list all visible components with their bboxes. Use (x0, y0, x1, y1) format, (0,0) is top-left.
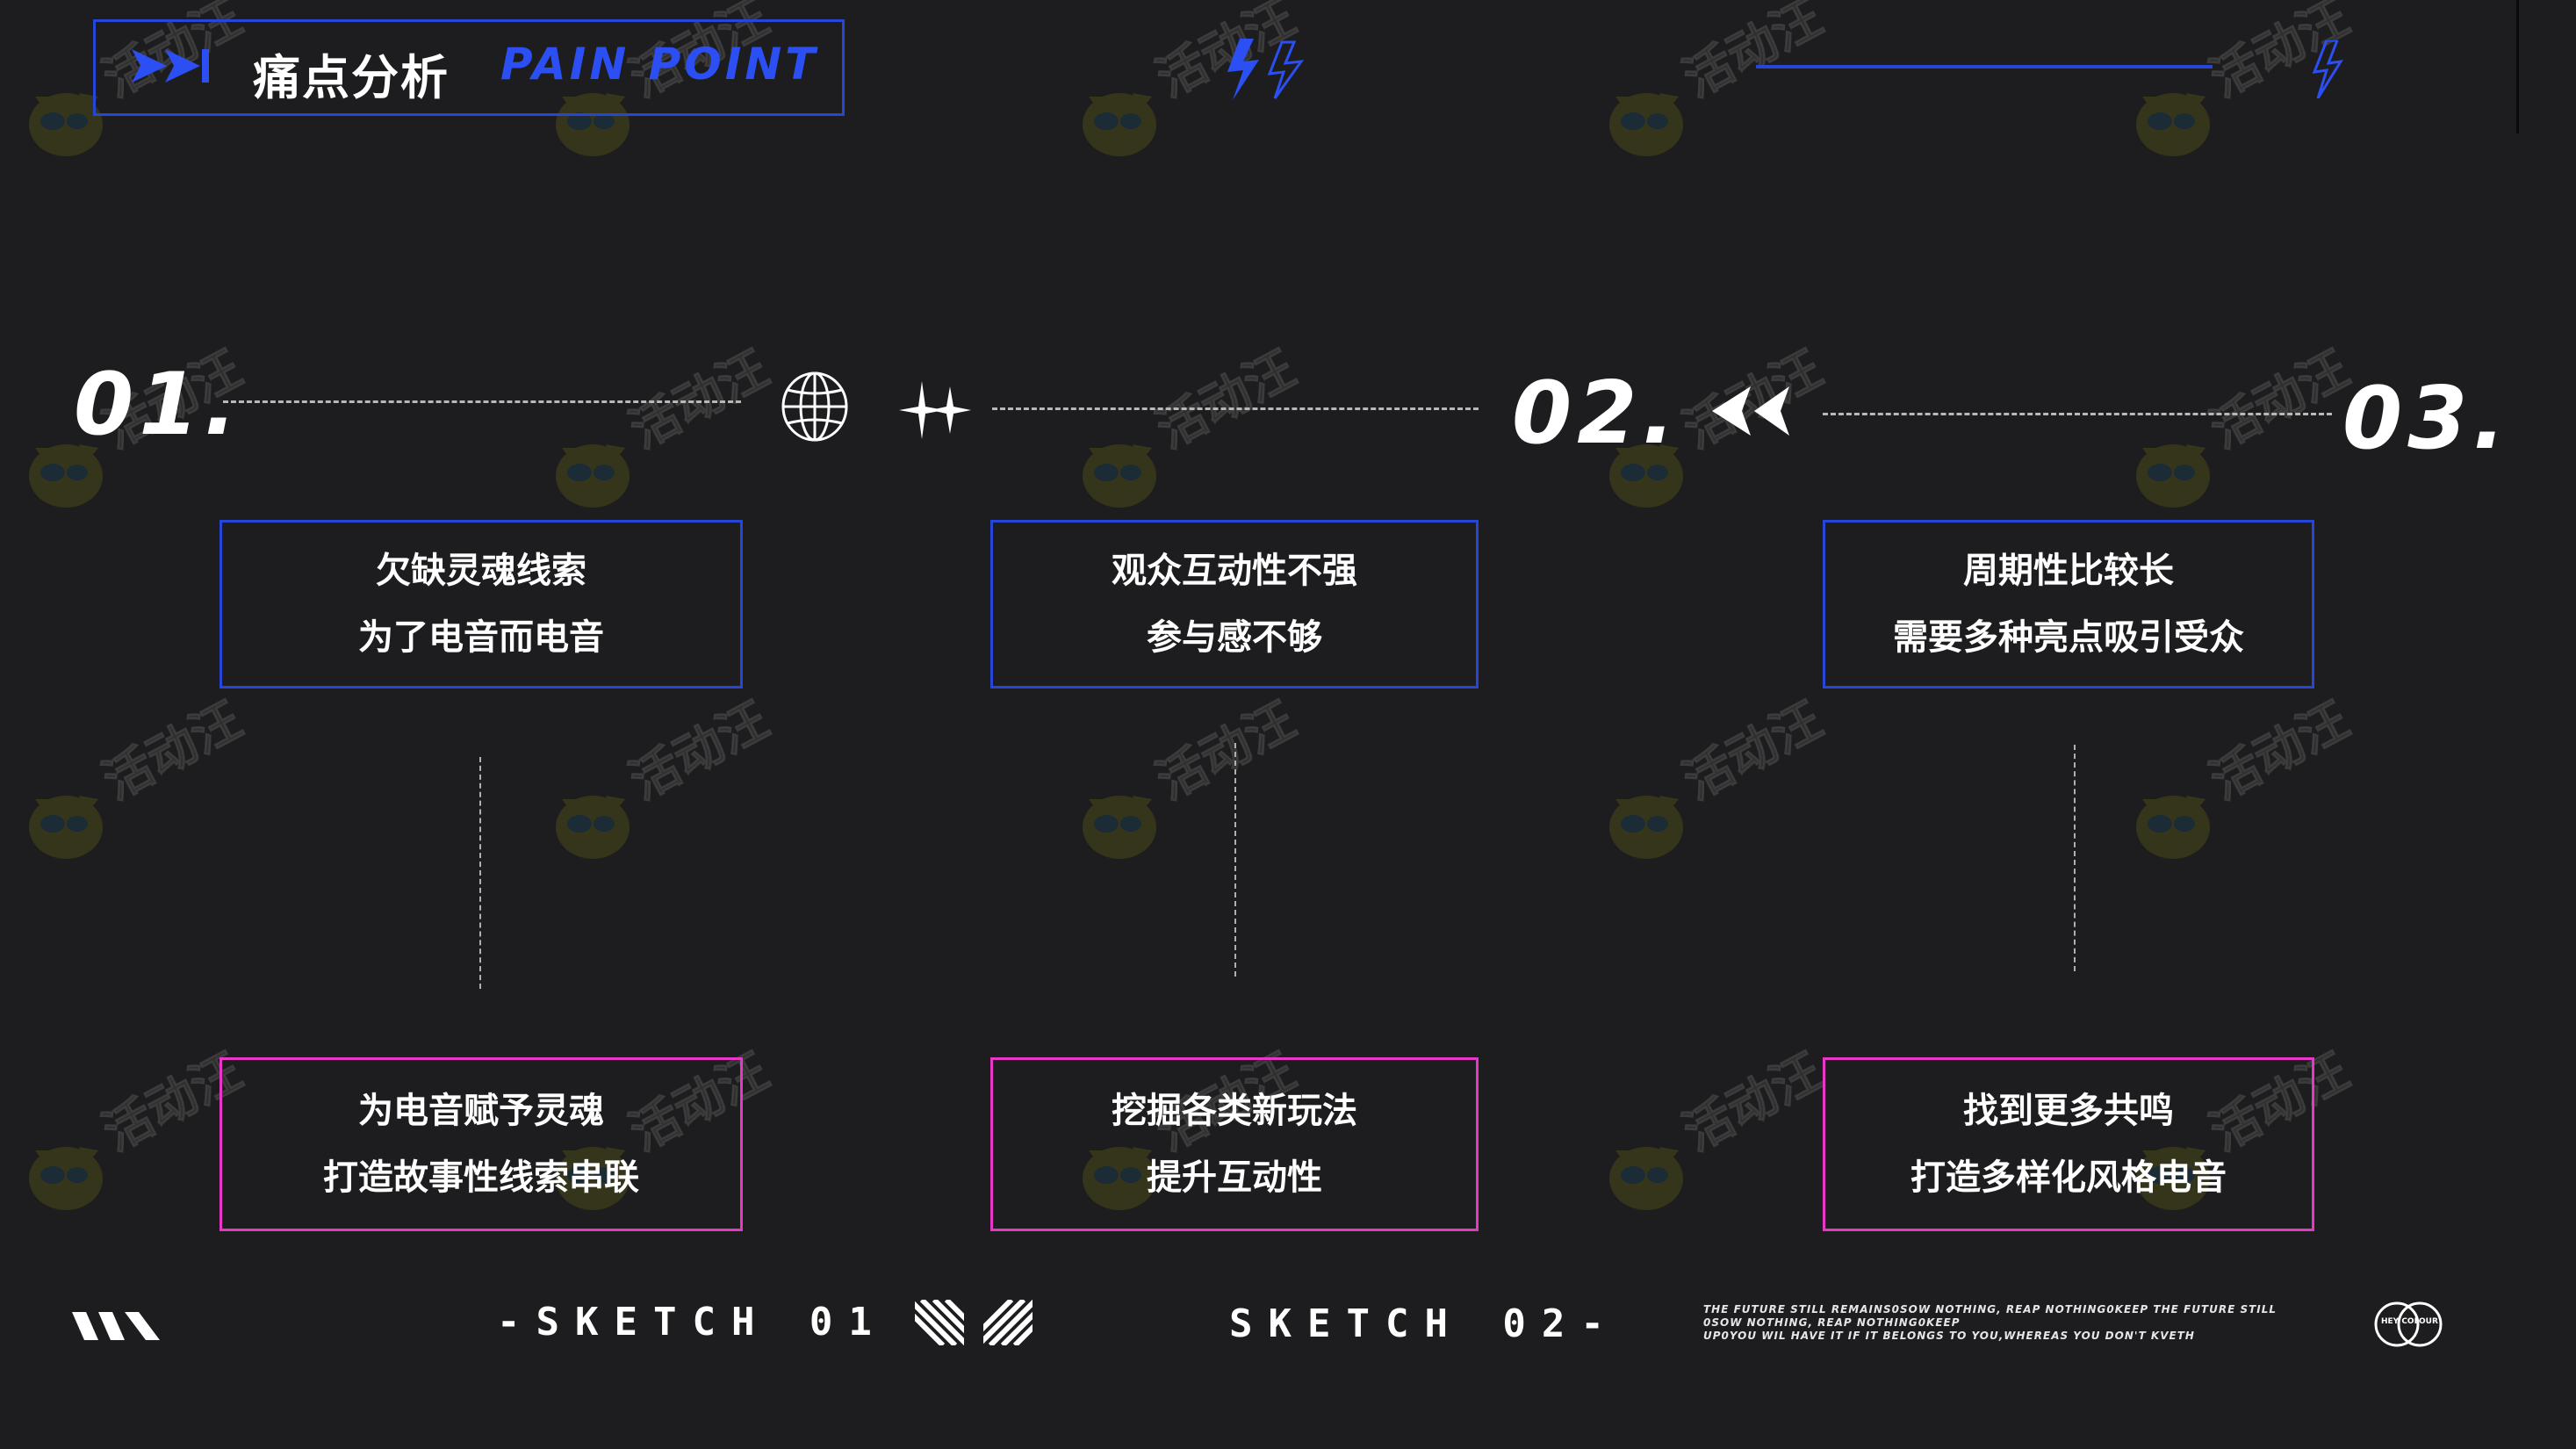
solution-line: 为电音赋予灵魂 (358, 1091, 604, 1131)
point-number-1: 01. (74, 355, 242, 455)
watermark-text: 活动汪 (1148, 691, 1306, 811)
point-number-2: 02. (1512, 364, 1680, 464)
watermark-text: 活动汪 (621, 340, 779, 460)
slashes-icon (72, 1312, 160, 1340)
vertical-connector (479, 757, 481, 989)
watermark: 活动汪 (2125, 691, 2358, 869)
watermark-text: 活动汪 (1674, 0, 1832, 109)
sketch-label-2: SKETCH 02- (1229, 1301, 1620, 1346)
page-title: 痛点分析 (253, 50, 450, 105)
rewind-icon (1712, 386, 1789, 436)
watermark-text: 活动汪 (2201, 691, 2359, 811)
stripes-icon (983, 1300, 1033, 1345)
watermark: 活动汪 (1071, 340, 1305, 518)
watermark-text: 活动汪 (1674, 1042, 1832, 1163)
watermark: 活动汪 (1598, 0, 1831, 167)
fast-forward-icon (132, 49, 209, 83)
solution-line: 找到更多共鸣 (1963, 1091, 2174, 1131)
solution-line: 打造故事性线索串联 (323, 1157, 639, 1198)
watermark: 活动汪 (18, 691, 251, 869)
problem-line: 为了电音而电音 (358, 617, 604, 658)
problem-line: 观众互动性不强 (1112, 551, 1357, 591)
watermark-text: 活动汪 (1148, 340, 1306, 460)
tagline: THE FUTURE STILL REMAINS0SOW NOTHING, RE… (1703, 1303, 2335, 1343)
vertical-connector (1234, 743, 1236, 977)
globe-icon (781, 371, 848, 442)
badge-icon (2374, 1301, 2443, 1347)
watermark-text: 活动汪 (621, 691, 779, 811)
lightning-icon (1227, 39, 1305, 100)
problem-line: 欠缺灵魂线索 (376, 551, 586, 591)
problem-line: 需要多种亮点吸引受众 (1893, 617, 2244, 658)
problem-box-2: 观众互动性不强 参与感不够 (990, 520, 1479, 688)
watermark: 活动汪 (544, 691, 778, 869)
dashed-connector (223, 400, 741, 403)
watermark: 活动汪 (2125, 340, 2358, 518)
problem-line: 参与感不够 (1147, 617, 1322, 658)
solution-line: 挖掘各类新玩法 (1112, 1091, 1357, 1131)
problem-box-3: 周期性比较长 需要多种亮点吸引受众 (1823, 520, 2314, 688)
edge-divider (2516, 0, 2519, 133)
solution-box-1: 为电音赋予灵魂 打造故事性线索串联 (219, 1057, 743, 1231)
watermark: 活动汪 (1071, 691, 1305, 869)
solution-line: 提升互动性 (1147, 1157, 1322, 1198)
watermark-text: 活动汪 (94, 691, 252, 811)
solution-box-2: 挖掘各类新玩法 提升互动性 (990, 1057, 1479, 1231)
tagline-line: 0SOW NOTHING, REAP NOTHING0KEEP (1703, 1316, 1961, 1329)
header-accent-line (1756, 65, 2213, 68)
watermark: 活动汪 (1598, 691, 1831, 869)
watermark: 活动汪 (1598, 1042, 1831, 1221)
point-number-3: 03. (2342, 369, 2511, 469)
watermark-text: 活动汪 (1674, 691, 1832, 811)
problem-line: 周期性比较长 (1963, 551, 2174, 591)
stripes-icon (915, 1300, 964, 1345)
problem-box-1: 欠缺灵魂线索 为了电音而电音 (219, 520, 743, 688)
dashed-connector (1823, 413, 2332, 415)
solution-line: 打造多样化风格电音 (1910, 1157, 2227, 1198)
sketch-label-1: -SKETCH 01 (497, 1300, 888, 1344)
tagline-line: THE FUTURE STILL REMAINS0SOW NOTHING, RE… (1703, 1303, 2277, 1316)
header-frame (93, 19, 845, 116)
tagline-line: UP0YOU WIL HAVE IT IF IT BELONGS TO YOU,… (1703, 1330, 2195, 1342)
lightning-icon (2312, 40, 2343, 98)
sparkle-icon (899, 381, 971, 439)
solution-box-3: 找到更多共鸣 打造多样化风格电音 (1823, 1057, 2314, 1231)
watermark-text: 活动汪 (2201, 340, 2359, 460)
page-subtitle-en: PAIN POINT (500, 39, 819, 90)
vertical-connector (2074, 745, 2076, 971)
watermark: 活动汪 (544, 340, 778, 518)
watermark: 活动汪 (18, 1042, 251, 1221)
badge-label: HEY COLOUR (2381, 1317, 2438, 1326)
dashed-connector (992, 407, 1479, 410)
